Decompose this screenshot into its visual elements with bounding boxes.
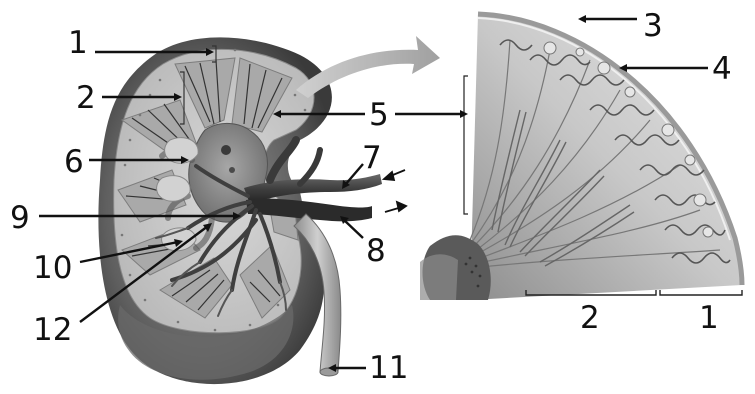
label-12: 12 — [33, 312, 72, 348]
label-11: 11 — [369, 350, 408, 386]
bottom-label-2: 2 — [580, 300, 600, 336]
label-7: 7 — [362, 140, 382, 176]
bottom-label-1: 1 — [699, 300, 719, 336]
label-1: 1 — [68, 25, 88, 61]
label-2: 2 — [76, 80, 96, 116]
flow-arrows — [384, 170, 406, 212]
label-8: 8 — [366, 233, 386, 269]
label-4: 4 — [712, 51, 732, 87]
label-6: 6 — [64, 144, 84, 180]
label-10: 10 — [33, 250, 72, 286]
nephron-wedge — [420, 14, 742, 300]
label-5: 5 — [369, 97, 389, 133]
magnify-arrow — [296, 36, 440, 98]
label-9: 9 — [10, 200, 30, 236]
kidney-illustration — [98, 37, 382, 384]
label-3: 3 — [643, 8, 663, 44]
